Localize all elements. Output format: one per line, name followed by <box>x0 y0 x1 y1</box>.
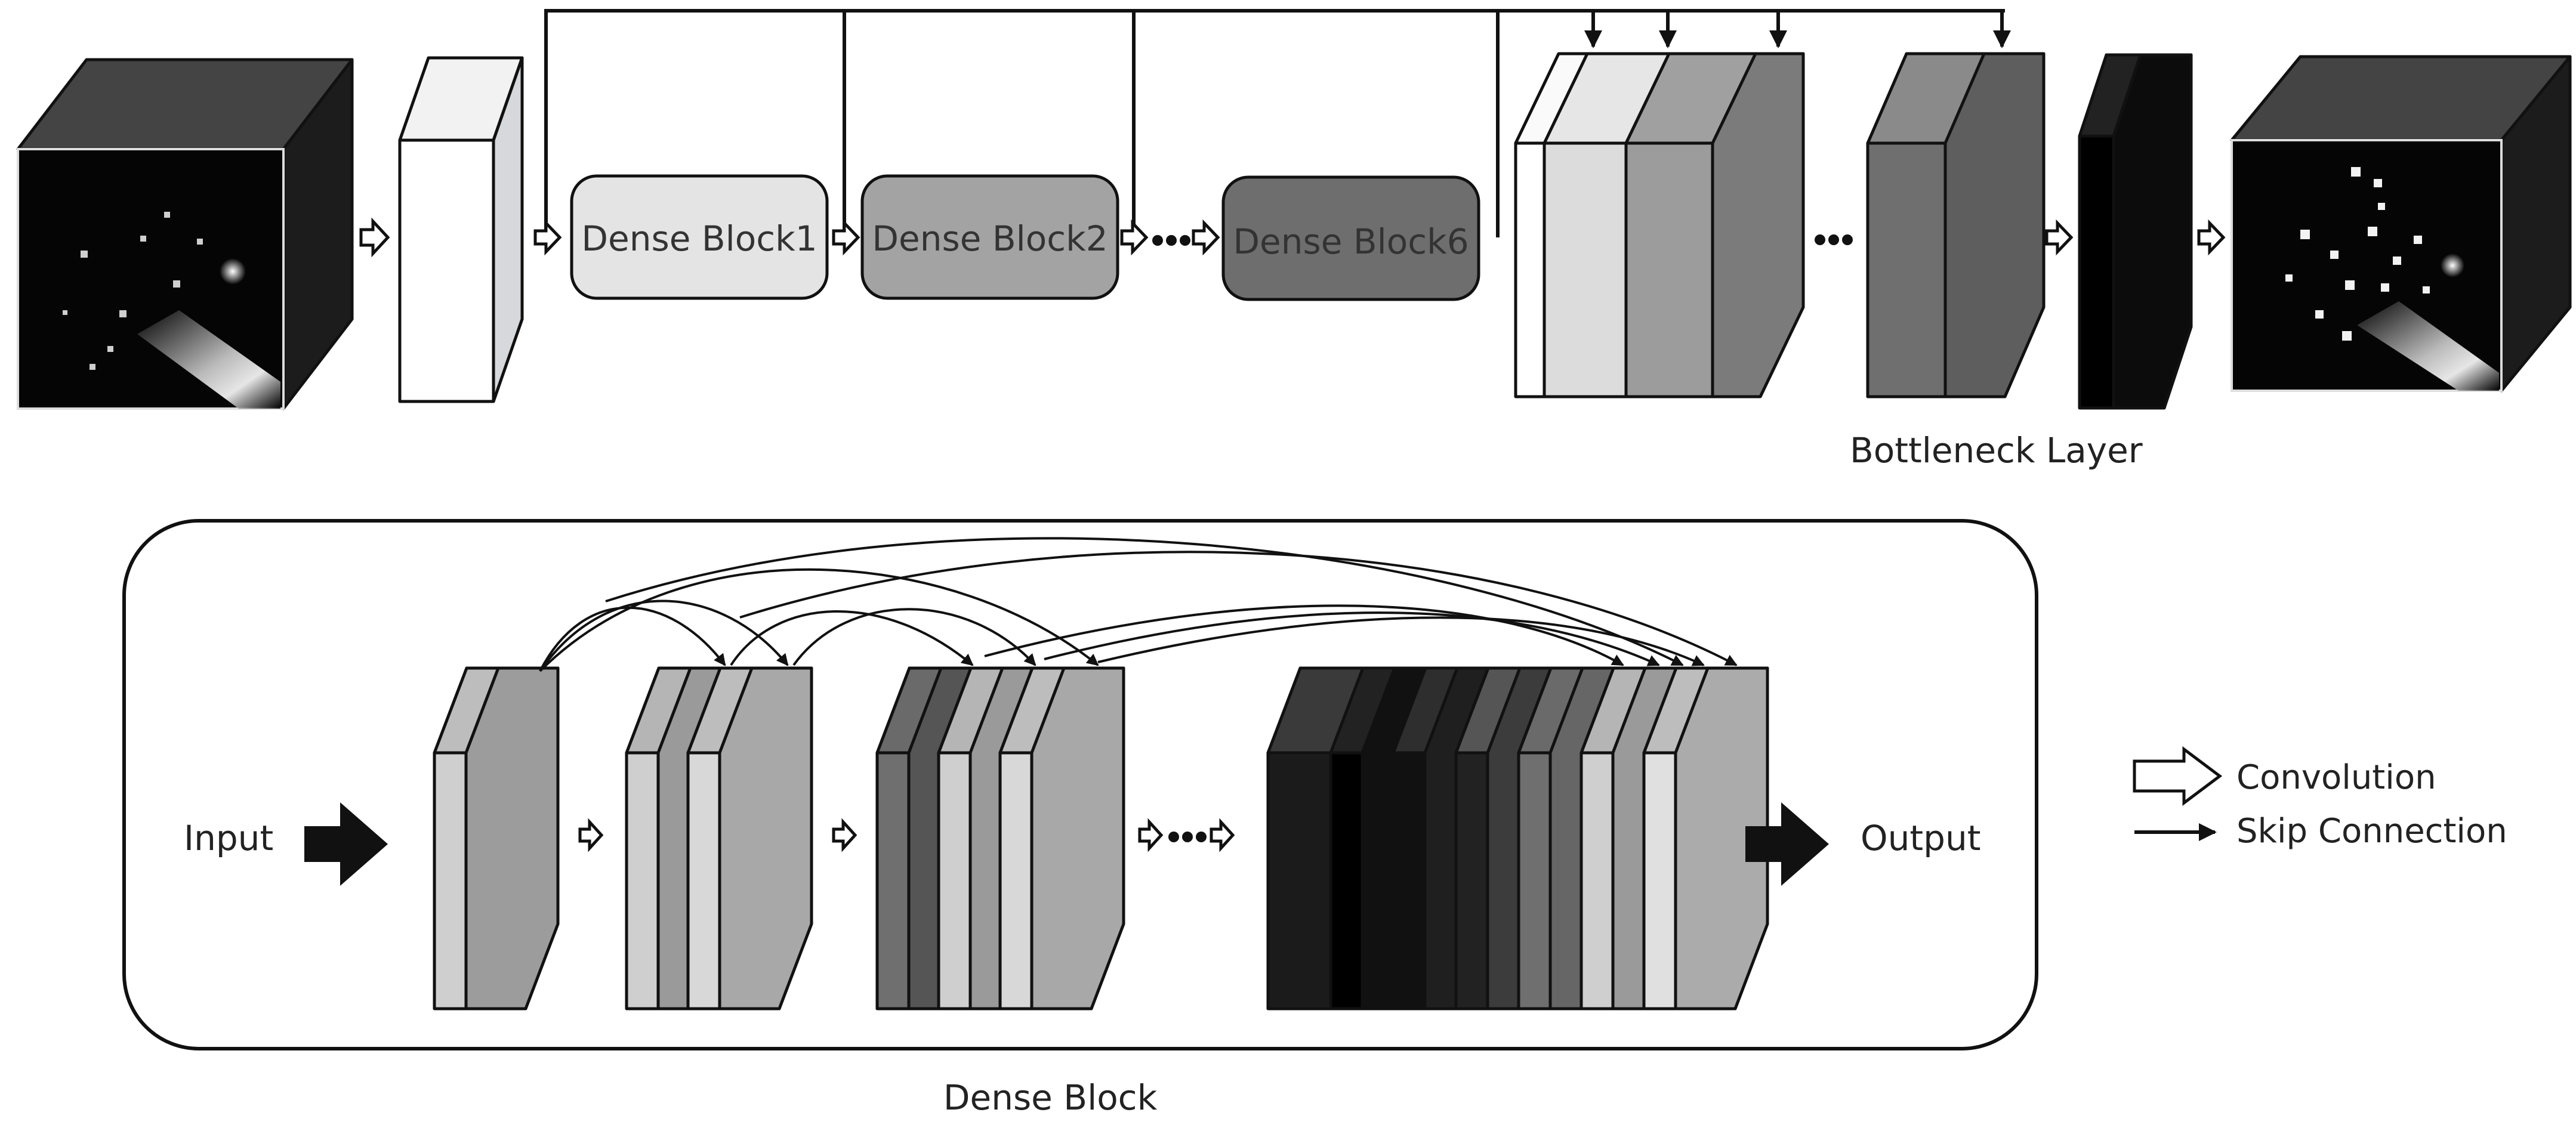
bottleneck-layer <box>1866 52 2046 398</box>
dense-block-1: Dense Block1 <box>570 174 829 300</box>
conv-arrow-icon <box>1210 818 1235 852</box>
ellipsis-icon <box>1168 832 1207 842</box>
legend: Convolution Skip Connection <box>2133 746 2507 851</box>
ellipsis-icon <box>1152 235 1190 246</box>
dense-block-6-label: Dense Block6 <box>1233 221 1469 262</box>
dense-block-detail: Input <box>122 519 2038 1050</box>
solid-arrow-icon <box>304 802 388 886</box>
conv-arrow-icon <box>1138 818 1164 852</box>
convolution-legend-arrow-icon <box>2133 746 2223 806</box>
conv-arrow-icon <box>2197 219 2226 256</box>
dense-block-6: Dense Block6 <box>1221 175 1480 301</box>
conv-arrow-icon <box>359 217 390 258</box>
dense-block-1-label: Dense Block1 <box>581 218 817 259</box>
conv-arrow-icon <box>832 818 857 852</box>
conv-arrow-icon <box>2045 219 2074 256</box>
conv-arrow-icon <box>578 818 604 852</box>
dense-layer-2 <box>625 666 813 1011</box>
initial-conv-layer <box>398 56 524 403</box>
dense-layer-3 <box>875 666 1125 1011</box>
dense-block-frame <box>122 519 2038 1050</box>
dense-layer-n <box>1266 666 1769 1011</box>
output-volume-cube <box>2230 55 2572 393</box>
dense-layer-1 <box>433 666 560 1011</box>
dense-block-2: Dense Block2 <box>860 174 1119 300</box>
ellipsis-icon <box>1815 234 1853 245</box>
skip-connection-lines <box>544 9 2011 237</box>
output-label: Output <box>1861 818 1980 858</box>
final-conv-layer <box>2078 53 2193 410</box>
conv-arrow-icon <box>533 219 562 256</box>
solid-arrow-icon <box>1745 802 1829 886</box>
bottleneck-layer-label: Bottleneck Layer <box>1850 430 2143 471</box>
dense-block-2-label: Dense Block2 <box>872 218 1107 259</box>
legend-skip-connection-label: Skip Connection <box>2236 812 2507 851</box>
concatenated-feature-stack <box>1514 52 1805 398</box>
input-volume-cube <box>16 58 354 410</box>
conv-arrow-icon <box>832 219 860 256</box>
legend-convolution-label: Convolution <box>2236 758 2436 797</box>
top-flow: Dense Block1 Dense Block2 Dense Block6 <box>16 9 2572 471</box>
conv-arrow-icon <box>1192 219 1220 256</box>
dense-block-caption: Dense Block <box>943 1077 1158 1118</box>
dense-skip-curves <box>539 537 1738 672</box>
conv-arrow-icon <box>1120 219 1149 256</box>
input-label: Input <box>184 818 273 858</box>
